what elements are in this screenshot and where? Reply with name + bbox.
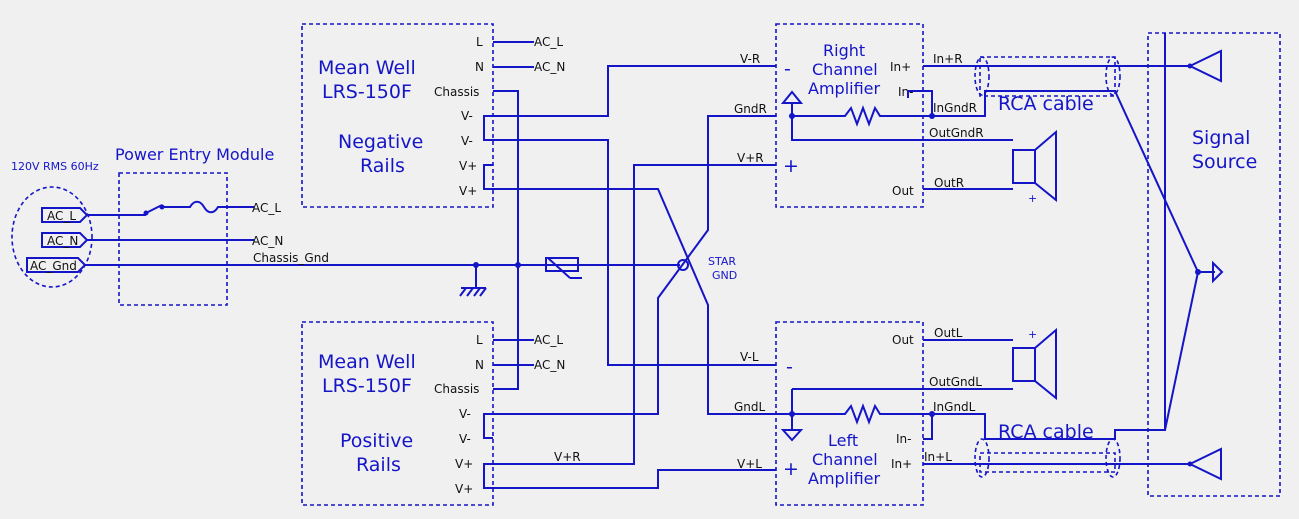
svg-text:AC_L: AC_L: [252, 201, 281, 215]
svg-text:In+R: In+R: [933, 52, 963, 66]
svg-text:In+L: In+L: [924, 450, 952, 464]
svg-text:V-: V-: [461, 109, 473, 123]
svg-text:Rails: Rails: [360, 155, 405, 177]
svg-text:V+: V+: [455, 457, 473, 471]
svg-text:OutR: OutR: [934, 176, 964, 190]
svg-text:AC_N: AC_N: [534, 60, 565, 74]
pin-tag-ac-gnd: AC_Gnd: [26, 257, 87, 273]
svg-text:V+: V+: [459, 184, 477, 198]
chassis-ground-icon: [459, 265, 487, 297]
mains-label: 120V RMS 60Hz: [11, 160, 99, 173]
svg-text:Channel: Channel: [812, 60, 878, 79]
svg-text:Amplifier: Amplifier: [808, 79, 881, 98]
svg-text:V+R: V+R: [554, 450, 581, 464]
svg-text:+: +: [1028, 192, 1037, 205]
svg-text:+: +: [783, 155, 799, 177]
source-ground-icon: [1212, 260, 1224, 284]
mains-inlet-outline: [11, 186, 93, 288]
svg-text:STAR: STAR: [708, 255, 736, 268]
svg-text:In+: In+: [890, 60, 911, 74]
svg-text:In-: In-: [898, 85, 913, 99]
svg-text:V+: V+: [455, 482, 473, 496]
svg-text:+: +: [783, 458, 799, 480]
svg-text:AC_L: AC_L: [534, 333, 563, 347]
svg-text:V+: V+: [459, 159, 477, 173]
svg-text:GND: GND: [712, 269, 737, 282]
svg-text:RCA cable: RCA cable: [998, 93, 1094, 115]
svg-text:AC_L: AC_L: [47, 209, 76, 223]
svg-text:OutGndR: OutGndR: [929, 126, 984, 140]
svg-text:+: +: [1028, 328, 1037, 341]
svg-text:Negative: Negative: [338, 131, 423, 153]
svg-text:OutL: OutL: [934, 326, 963, 340]
svg-text:Out: Out: [892, 333, 914, 347]
svg-text:Mean Well: Mean Well: [318, 351, 416, 373]
fuse: [162, 200, 254, 214]
svg-text:Chassis: Chassis: [434, 85, 479, 99]
star-gnd-node: [677, 259, 689, 271]
svg-text:LRS-150F: LRS-150F: [322, 81, 412, 103]
svg-text:OutGndL: OutGndL: [929, 375, 982, 389]
svg-text:V+R: V+R: [737, 151, 764, 165]
svg-text:Amplifier: Amplifier: [808, 469, 881, 488]
pin-tag-ac-l: AC_L: [41, 207, 89, 223]
svg-text:Out: Out: [892, 184, 914, 198]
rca-cable-right: [974, 56, 1121, 97]
svg-text:AC_N: AC_N: [47, 234, 78, 248]
speaker-left-icon: [1012, 327, 1057, 401]
svg-text:GndR: GndR: [734, 102, 767, 116]
svg-text:L: L: [476, 35, 483, 49]
svg-text:Source: Source: [1192, 151, 1257, 173]
speaker-right-icon: [1012, 129, 1057, 203]
svg-text:-: -: [784, 58, 791, 80]
switch: [145, 204, 163, 214]
svg-text:V-: V-: [459, 432, 471, 446]
svg-text:Chassis_Gnd: Chassis_Gnd: [253, 251, 329, 265]
svg-text:Rails: Rails: [356, 454, 401, 476]
svg-text:LRS-150F: LRS-150F: [322, 375, 412, 397]
svg-text:RCA cable: RCA cable: [998, 421, 1094, 443]
signal-source-box: [1147, 32, 1281, 497]
svg-text:V-L: V-L: [740, 350, 759, 364]
svg-text:GndL: GndL: [734, 400, 766, 414]
svg-text:In+: In+: [891, 457, 912, 471]
rca-cable-left: [974, 438, 1121, 478]
svg-text:Signal: Signal: [1192, 127, 1250, 149]
svg-text:-: -: [786, 356, 793, 378]
power-entry-module-title: Power Entry Module: [115, 145, 274, 164]
svg-text:Right: Right: [823, 41, 865, 60]
source-out-left-icon: [1187, 447, 1222, 481]
svg-text:V-R: V-R: [740, 52, 760, 66]
svg-text:AC_N: AC_N: [252, 234, 283, 248]
svg-text:V+L: V+L: [737, 457, 762, 471]
svg-text:AC_N: AC_N: [534, 358, 565, 372]
svg-text:V-: V-: [461, 134, 473, 148]
svg-text:V-: V-: [459, 407, 471, 421]
svg-text:InGndR: InGndR: [933, 101, 977, 115]
source-out-right-icon: [1187, 49, 1222, 83]
svg-text:Mean Well: Mean Well: [318, 57, 416, 79]
pin-tag-ac-n: AC_N: [41, 232, 89, 248]
svg-text:In-: In-: [896, 432, 911, 446]
svg-text:Chassis: Chassis: [434, 382, 479, 396]
svg-text:AC_L: AC_L: [534, 35, 563, 49]
svg-text:L: L: [476, 333, 483, 347]
svg-text:Channel: Channel: [812, 450, 878, 469]
svg-text:InGndL: InGndL: [933, 400, 976, 414]
svg-text:Positive: Positive: [340, 430, 413, 452]
svg-text:N: N: [475, 358, 484, 372]
svg-text:N: N: [475, 60, 484, 74]
svg-text:Left: Left: [828, 431, 858, 450]
svg-text:AC_Gnd: AC_Gnd: [30, 259, 77, 273]
